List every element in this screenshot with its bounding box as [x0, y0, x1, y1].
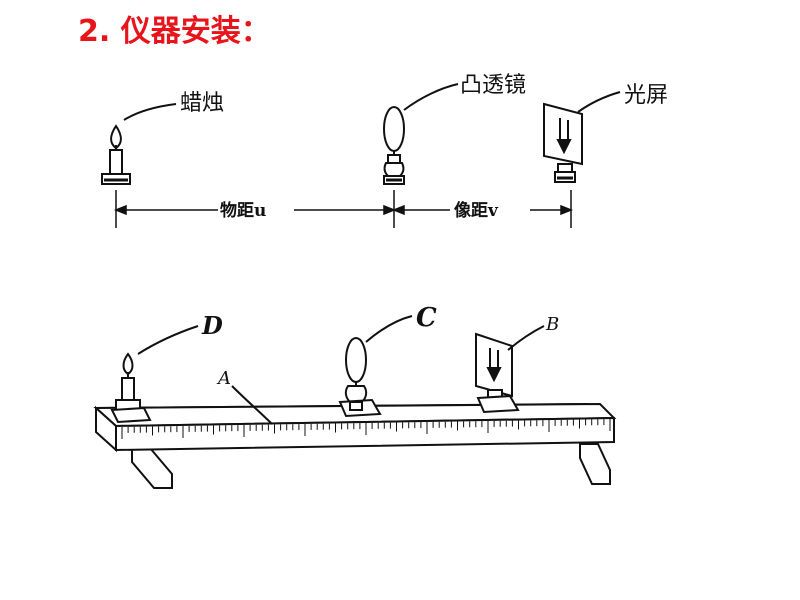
ruler-ticks	[121, 419, 611, 439]
label-d: D	[201, 311, 223, 340]
candle-label: 蜡烛	[180, 91, 224, 116]
image-distance-label: 像距v	[454, 201, 499, 221]
object-distance-label: 物距u	[220, 200, 266, 221]
label-c: C	[416, 303, 437, 333]
convex-lens-bench	[338, 337, 382, 418]
screen-label: 光屏	[624, 83, 668, 108]
distance-markers	[113, 190, 574, 228]
page-title: 2. 仪器安装：	[78, 14, 271, 49]
bench-leg-right	[579, 443, 611, 485]
bench-left-end	[95, 405, 117, 453]
light-screen-bench	[475, 332, 520, 414]
label-b: B	[545, 314, 559, 335]
top-diagram: 蜡烛 凸透镜 光屏	[101, 73, 668, 228]
candle-top	[101, 124, 131, 185]
bench-diagram	[93, 332, 617, 489]
light-screen-top	[543, 102, 583, 183]
bench-leaders	[137, 315, 545, 425]
convex-lens-top	[383, 106, 405, 185]
lens-label: 凸透镜	[460, 73, 526, 98]
label-a: A	[216, 368, 231, 389]
candle-bench	[110, 352, 152, 424]
bench-leg-left	[131, 447, 173, 489]
